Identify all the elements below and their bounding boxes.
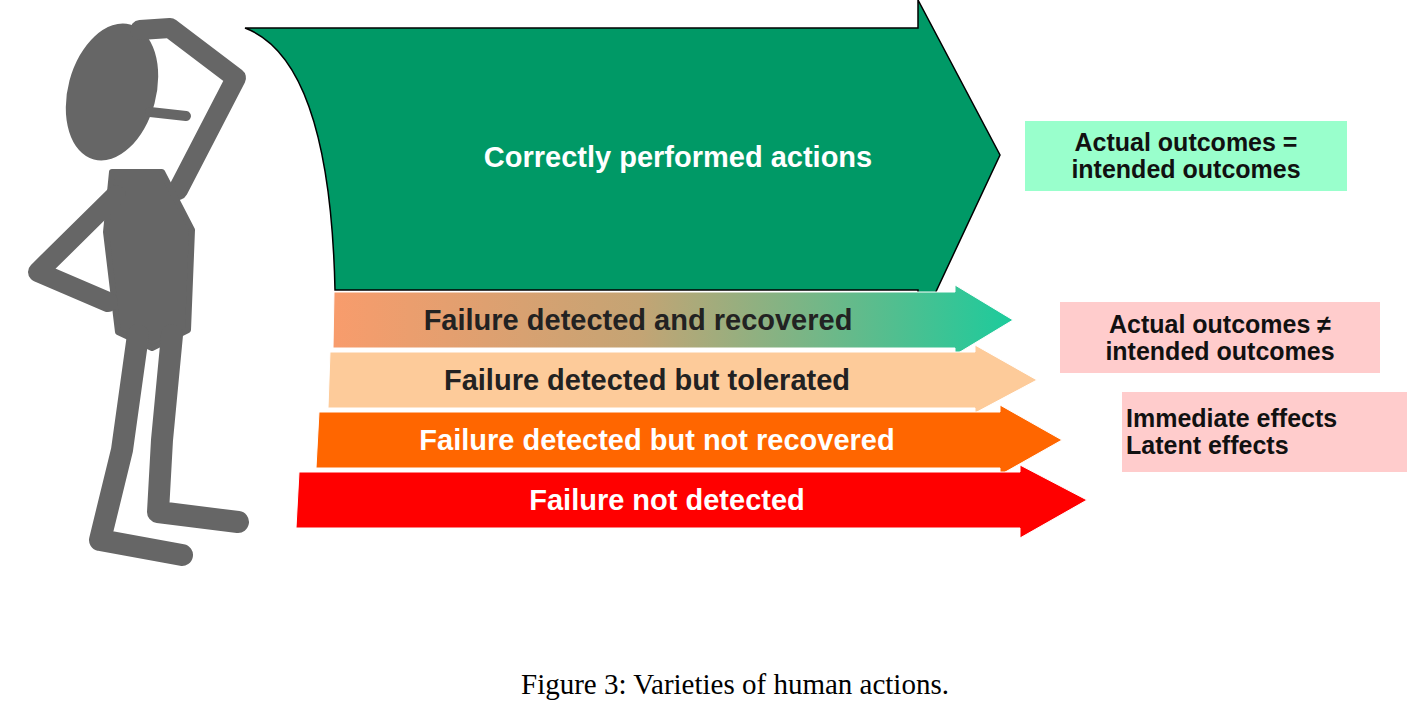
- effects-box: Immediate effectsLatent effects: [1122, 392, 1407, 472]
- arrow-outline: [328, 345, 1037, 413]
- figure-caption: Figure 3: Varieties of human actions.: [385, 668, 1085, 701]
- arrow-outline: [296, 465, 1087, 538]
- outcome-text: Actual outcomes ≠ intended outcomes: [1064, 311, 1376, 365]
- arrow-outline: [333, 285, 1013, 355]
- thinking-person: [0, 0, 260, 600]
- outcome-box: Actual outcomes ≠ intended outcomes: [1060, 302, 1380, 373]
- arrow-outline: [316, 405, 1062, 475]
- outcome-text: Latent effects: [1126, 432, 1289, 459]
- band-label: Failure not detected: [529, 484, 805, 517]
- outcome-text: Immediate effects: [1126, 405, 1337, 432]
- correct-actions-arrow: Correctly performed actions: [245, 0, 1005, 335]
- outcome-text: Actual outcomes = intended outcomes: [1029, 129, 1343, 183]
- band-label: Correctly performed actions: [484, 141, 872, 174]
- band-label: Failure detected but tolerated: [444, 364, 850, 397]
- tolerated-band-arrow: Failure detected but tolerated: [328, 345, 1040, 415]
- not-recovered-band-arrow: Failure detected but not recovered: [316, 405, 1064, 477]
- not-detected-band-arrow: Failure not detected: [296, 465, 1090, 540]
- recovered-band-arrow: Failure detected and recovered: [333, 285, 1015, 357]
- arrow-outline: [245, 0, 1000, 330]
- outcome-box: Actual outcomes = intended outcomes: [1025, 121, 1347, 191]
- band-label: Failure detected but not recovered: [419, 424, 894, 457]
- band-label: Failure detected and recovered: [424, 304, 853, 337]
